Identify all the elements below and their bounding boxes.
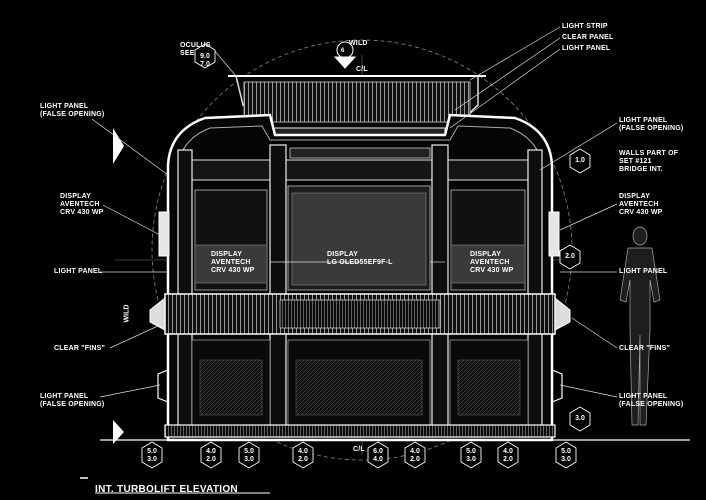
oculus-dim-b: 7.0 <box>200 61 210 68</box>
callout-right-light-panel-bottom: LIGHT PANEL (FALSE OPENING) <box>619 393 684 408</box>
callout-right-walls-note: WALLS PART OF SET #121 BRIDGE INT. <box>619 150 679 173</box>
right-dim-2: 2.0 <box>565 253 575 260</box>
callout-right-light-panel-false: LIGHT PANEL (FALSE OPENING) <box>619 117 684 132</box>
floor-strip <box>100 424 690 441</box>
side-light-panels <box>158 211 560 257</box>
bottom-dim-9b: 3.0 <box>561 456 571 463</box>
bottom-dim-3b: 3.0 <box>244 456 254 463</box>
cl-label-top: C/L <box>356 66 368 73</box>
callout-right-light-panel-top: LIGHT PANEL <box>562 45 611 52</box>
wild-marker-number: 6 <box>341 48 345 54</box>
right-dim-1: 1.0 <box>575 157 585 164</box>
leader-lines <box>91 26 618 398</box>
top-wild-marker <box>333 41 357 69</box>
lower-section <box>157 339 563 426</box>
bottom-dim-8a: 4.0 <box>503 448 513 455</box>
wild-label-side: WILD <box>123 304 131 323</box>
bottom-dim-2a: 4.0 <box>206 448 216 455</box>
bottom-dim-6a: 4.0 <box>410 448 420 455</box>
bottom-dim-8b: 2.0 <box>503 456 513 463</box>
display-label-right: DISPLAY AVENTECH CRV 430 WP <box>470 251 514 274</box>
structural-columns <box>177 144 543 433</box>
display-label-center: DISPLAY LG OLED55EF9F-L <box>327 251 393 266</box>
left-level-markers <box>113 128 124 444</box>
bottom-dim-4a: 4.0 <box>298 448 308 455</box>
callout-right-light-panel: LIGHT PANEL <box>619 268 668 275</box>
bottom-dim-7b: 3.0 <box>466 456 476 463</box>
callout-left-light-panel-bottom: LIGHT PANEL (FALSE OPENING) <box>40 393 105 408</box>
display-screens <box>194 185 526 291</box>
bottom-dim-4b: 2.0 <box>298 456 308 463</box>
callout-right-clear-fins: CLEAR "FINS" <box>619 345 671 352</box>
see-label: SEE <box>180 50 195 57</box>
bottom-dim-1a: 5.0 <box>147 448 157 455</box>
wild-label-top: WILD <box>349 40 368 47</box>
display-label-left: DISPLAY AVENTECH CRV 430 WP <box>211 251 255 274</box>
drawing-title: INT. TURBOLIFT ELEVATION <box>95 484 238 495</box>
bottom-dim-2b: 2.0 <box>206 456 216 463</box>
callout-left-display: DISPLAY AVENTECH CRV 430 WP <box>60 193 104 216</box>
callout-left-light-panel-top: LIGHT PANEL (FALSE OPENING) <box>40 103 105 118</box>
right-dim-3: 3.0 <box>575 415 585 422</box>
callout-right-clear-panel: CLEAR PANEL <box>562 34 614 41</box>
callout-right-light-strip: LIGHT STRIP <box>562 23 608 30</box>
oculus-dim-a: 9.0 <box>200 53 210 60</box>
bottom-dim-5a: 6.0 <box>373 448 383 455</box>
callout-left-light-panel: LIGHT PANEL <box>54 268 103 275</box>
human-scale-figure <box>619 226 661 426</box>
cl-label-bottom: C/L <box>353 446 365 453</box>
bottom-dim-3a: 5.0 <box>244 448 254 455</box>
title-marker <box>80 477 270 494</box>
callout-left-clear-fins: CLEAR "FINS" <box>54 345 106 352</box>
bottom-dim-6b: 2.0 <box>410 456 420 463</box>
ribbed-ring <box>149 293 571 335</box>
dimension-hexagons <box>141 43 591 469</box>
oculus-label: OCULUS <box>180 42 211 49</box>
callout-right-display: DISPLAY AVENTECH CRV 430 WP <box>619 193 663 216</box>
bottom-dim-7a: 5.0 <box>466 448 476 455</box>
bottom-dim-1b: 3.0 <box>147 456 157 463</box>
bottom-dim-9a: 5.0 <box>561 448 571 455</box>
bottom-dim-5b: 4.0 <box>373 456 383 463</box>
